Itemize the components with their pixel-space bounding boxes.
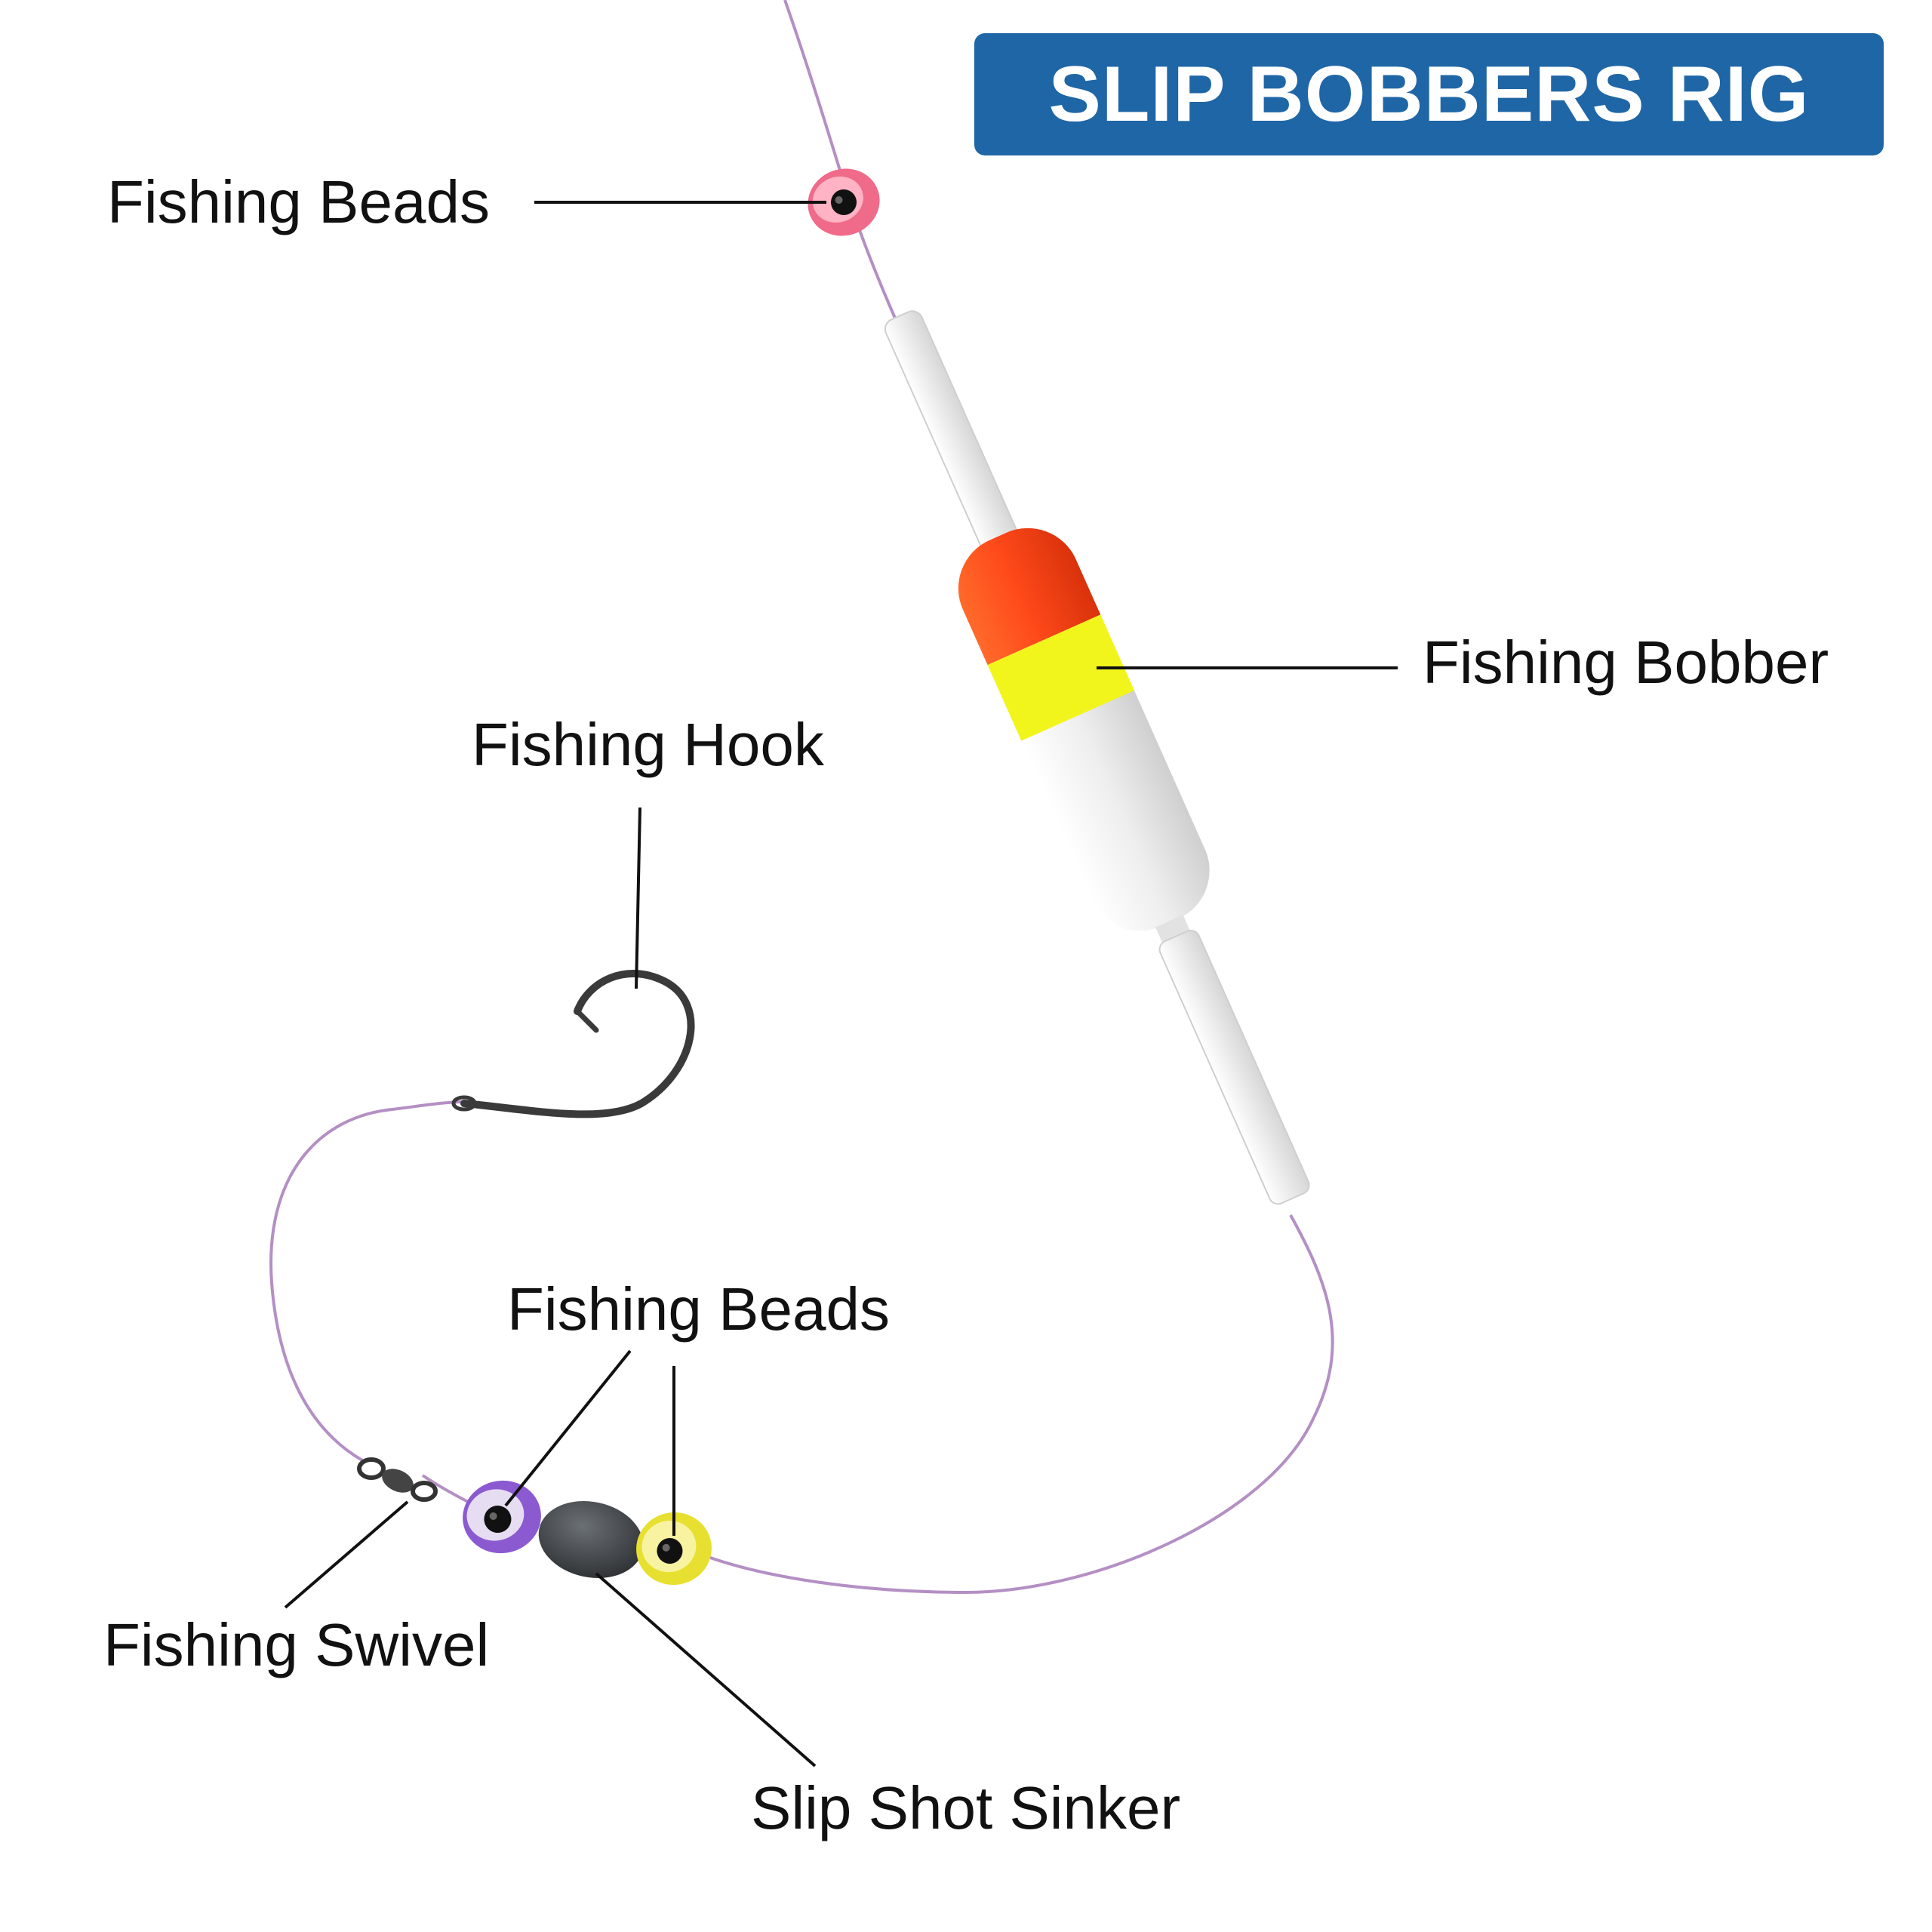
bead-icon: [636, 1512, 712, 1586]
hook-icon: [451, 970, 695, 1118]
label-fishing-bobber: Fishing Bobber: [1423, 629, 1829, 696]
label-slip-shot-sinker: Slip Shot Sinker: [751, 1774, 1181, 1841]
bobber-icon: [884, 310, 1310, 1205]
leader-beads-bottom-a: [504, 1349, 632, 1507]
swivel-icon: [357, 1457, 438, 1502]
label-fishing-beads-top: Fishing Beads: [107, 168, 490, 235]
title-banner: SLIP BOBBERS RIG: [974, 33, 1884, 155]
page-title: SLIP BOBBERS RIG: [1048, 50, 1810, 138]
leader-sinker: [595, 1572, 817, 1767]
leader-swivel: [284, 1500, 409, 1609]
label-fishing-hook: Fishing Hook: [472, 711, 824, 778]
label-fishing-beads-bottom: Fishing Beads: [507, 1275, 890, 1343]
label-fishing-swivel: Fishing Swivel: [103, 1611, 490, 1678]
bead-icon: [463, 1480, 541, 1554]
sinker-icon: [538, 1500, 644, 1579]
bead-icon: [808, 168, 880, 236]
fishing-line-lower: [269, 1100, 1334, 1595]
leader-hook: [635, 807, 641, 989]
